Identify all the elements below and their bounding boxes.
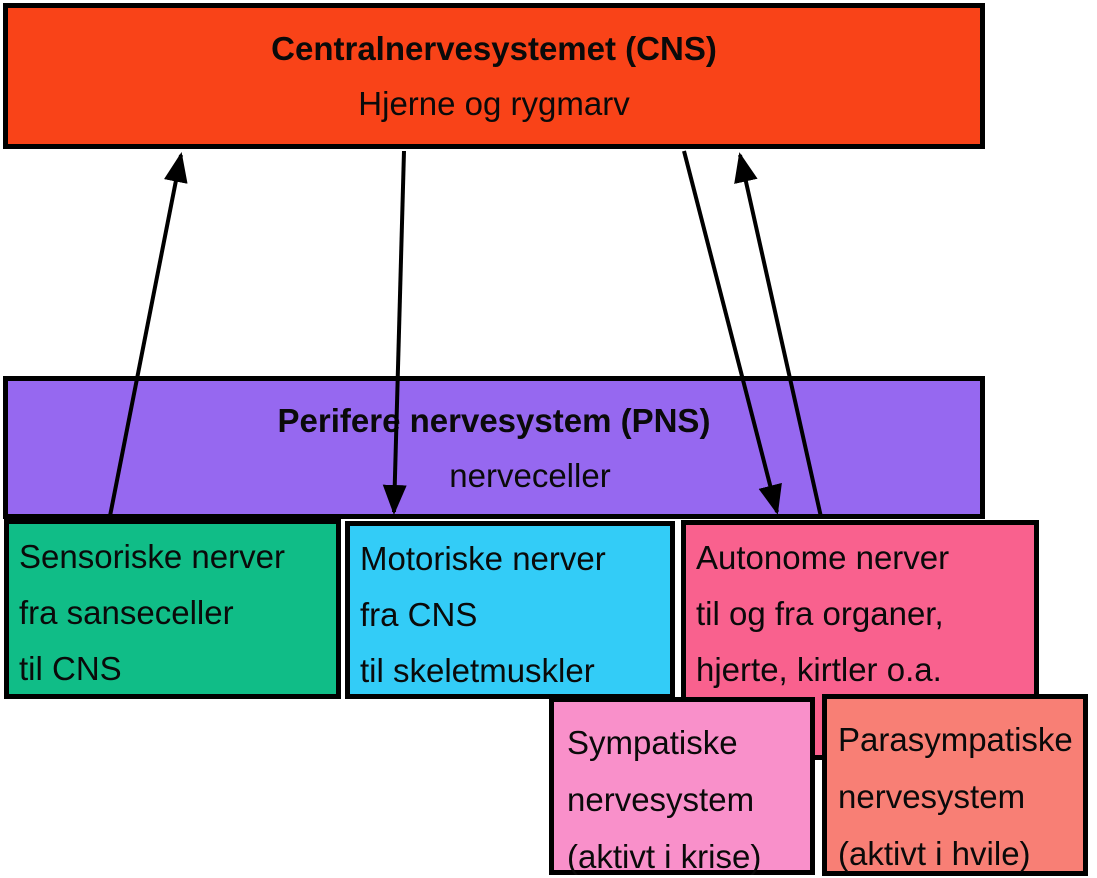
motor-line-1: Motoriske nerver [360, 540, 606, 577]
sympathetic-line-2: nervesystem [567, 781, 755, 818]
parasympathetic-line-2: nervesystem [838, 778, 1026, 815]
parasympathetic-line-3: (aktivt i hvile) [838, 835, 1031, 872]
sensory-line-3: til CNS [19, 650, 122, 687]
autonomic-line-2: til og fra organer, [696, 595, 944, 632]
pns-subtitle: nerveceller [449, 456, 611, 494]
parasympathetic-line-1: Parasympatiske [838, 721, 1073, 758]
autonomic-line-3: hjerte, kirtler o.a. [696, 651, 942, 688]
autonomic-line-1: Autonome nerver [696, 539, 950, 576]
motor-line-2: fra CNS [360, 596, 478, 633]
parasympathetic-box: Parasympatiske nervesystem (aktivt i hvi… [822, 694, 1088, 876]
cns-subtitle: Hjerne og rygmarv [358, 85, 630, 122]
sympathetic-line-1: Sympatiske [567, 724, 738, 761]
pns-box: Perifere nervesystem (PNS) nerveceller [3, 376, 985, 519]
sensory-nerves-box: Sensoriske nerver fra sanseceller til CN… [4, 519, 341, 699]
sensory-line-2: fra sanseceller [19, 594, 234, 631]
pns-title: Perifere nervesystem (PNS) [277, 401, 711, 439]
sensory-line-1: Sensoriske nerver [19, 538, 285, 575]
motor-line-3: til skeletmuskler [360, 652, 595, 689]
sympathetic-box: Sympatiske nervesystem (aktivt i krise) [549, 697, 815, 875]
motor-nerves-box: Motoriske nerver fra CNS til skeletmuskl… [345, 521, 675, 699]
sympathetic-line-3: (aktivt i krise) [567, 838, 762, 875]
cns-title: Centralnervesystemet (CNS) [271, 30, 717, 67]
cns-box: Centralnervesystemet (CNS) Hjerne og ryg… [3, 3, 985, 149]
